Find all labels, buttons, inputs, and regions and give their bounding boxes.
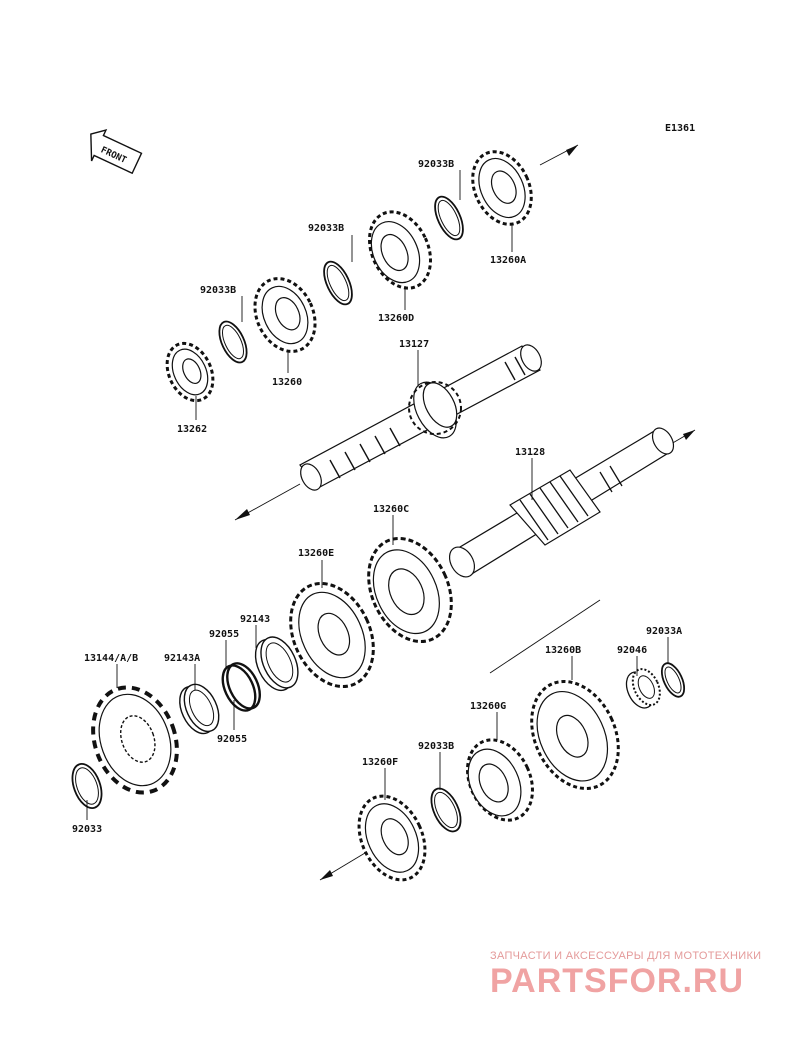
- label-92033B-1: 92033B: [418, 159, 454, 170]
- sprocket-13144: [91, 685, 179, 795]
- circlip-92033B-4: [430, 787, 462, 833]
- label-13260: 13260: [272, 377, 302, 388]
- label-92033B-3: 92033B: [200, 285, 236, 296]
- label-92143A: 92143A: [164, 653, 200, 664]
- watermark-brand: PARTSFOR.RU: [490, 962, 745, 1000]
- label-13144: 13144/A/B: [84, 653, 138, 664]
- leader-lines: [86, 170, 669, 820]
- label-13260A: 13260A: [490, 255, 526, 266]
- axis-lines: [234, 144, 696, 881]
- label-13260F: 13260F: [362, 757, 398, 768]
- label-92055-a: 92055: [209, 629, 239, 640]
- bushing-92143: [254, 636, 299, 692]
- axis-arrowheads: [235, 145, 695, 880]
- label-92046: 92046: [617, 645, 647, 656]
- circlip-92033B-2: [323, 260, 353, 306]
- gear-13262: [165, 341, 215, 403]
- label-92055-b: 92055: [217, 734, 247, 745]
- gear-13127: [408, 381, 462, 435]
- label-13260B: 13260B: [545, 645, 581, 656]
- label-13260D: 13260D: [378, 313, 414, 324]
- label-13262: 13262: [177, 424, 207, 435]
- output-shaft: [448, 427, 675, 578]
- gear-13260G: [466, 738, 534, 822]
- label-92033A: 92033A: [646, 626, 682, 637]
- label-13260G: 13260G: [470, 701, 506, 712]
- label-13127: 13127: [399, 339, 429, 350]
- watermark-tagline: ЗАПЧАСТИ И АКСЕССУАРЫ ДЛЯ МОТОТЕХНИКИ: [490, 950, 762, 962]
- label-92143: 92143: [240, 614, 270, 625]
- diagram-code: E1361: [665, 123, 695, 134]
- label-92033B-2: 92033B: [308, 223, 344, 234]
- circlip-92033A: [660, 662, 686, 698]
- gear-13260F: [357, 794, 427, 882]
- gear-13260E: [289, 581, 375, 689]
- gear-13260D: [368, 210, 432, 290]
- part-labels: 13260A 92033B 13260D 92033B 13260 92033B…: [72, 159, 682, 835]
- circlip-92033B-3: [218, 320, 248, 364]
- oring-92055: [221, 662, 261, 712]
- gear-13260B: [530, 680, 620, 790]
- front-arrow-icon: FRONT: [90, 129, 143, 175]
- circlip-92033: [71, 763, 103, 809]
- label-92033: 92033: [72, 824, 102, 835]
- label-13260C: 13260C: [373, 504, 409, 515]
- gear-13260A: [471, 150, 533, 226]
- circlip-92033B-1: [434, 195, 464, 241]
- bearing-92046: [625, 668, 661, 709]
- gear-13260: [253, 277, 317, 353]
- label-13128: 13128: [515, 447, 545, 458]
- collar-92143A: [179, 683, 220, 735]
- label-13260E: 13260E: [298, 548, 334, 559]
- input-shaft: [299, 344, 542, 491]
- label-92033B-4: 92033B: [418, 741, 454, 752]
- gear-13260C: [367, 536, 453, 644]
